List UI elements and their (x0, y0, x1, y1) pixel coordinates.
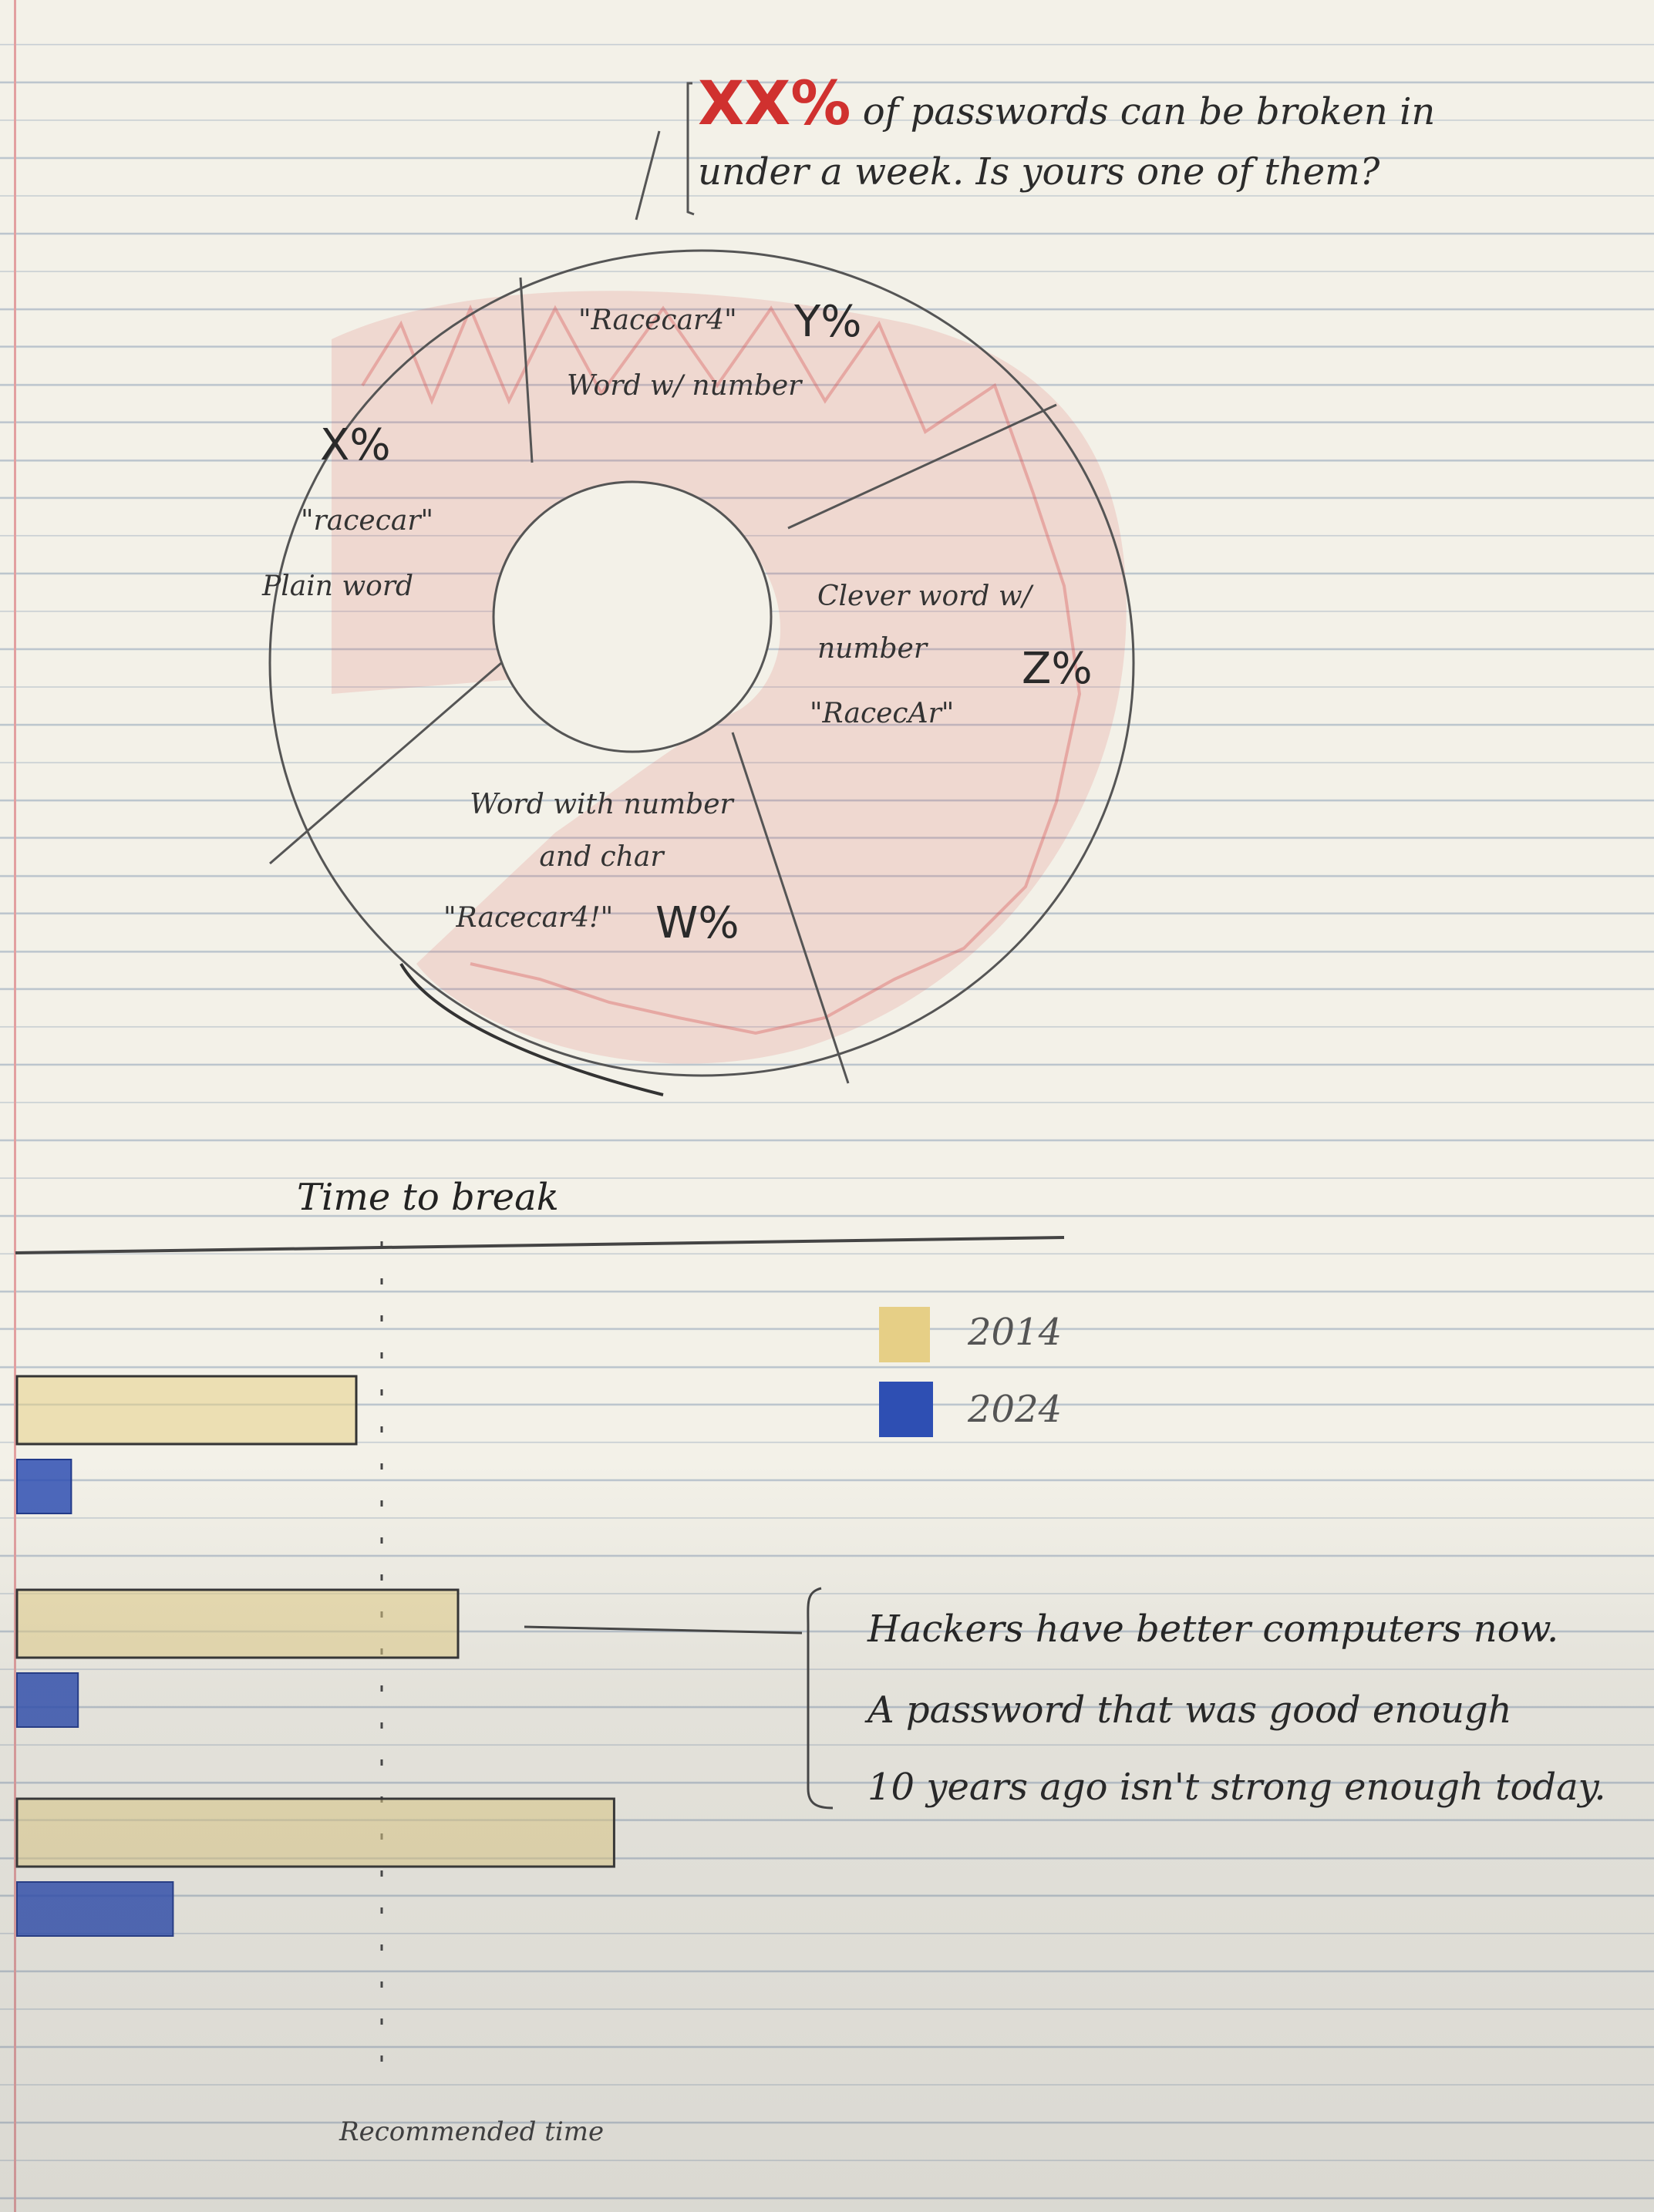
legend-label-2024: 2024 (968, 1388, 1063, 1431)
segment-symbol-label: Word with number and char (470, 789, 733, 873)
bar-2024-row-3 (16, 1881, 174, 1937)
donut-outer-arc-extra (399, 963, 664, 1096)
annotation-line1: Hackers have better computers now. (867, 1608, 1559, 1651)
bar-2024-row-1 (16, 1459, 72, 1514)
segment-clever-example: "RacecAr" (810, 698, 955, 729)
headline-text-1: of passwords can be broken in (862, 90, 1436, 133)
segment-plain-pct: X% (320, 420, 391, 470)
annotation-line2: A password that was good enough (867, 1688, 1512, 1732)
headline-highlight: XX% (698, 69, 851, 139)
legend-swatch-2024 (879, 1382, 933, 1437)
segment-clever-label: Clever word w/ number (817, 581, 1032, 665)
headline-bracket (635, 82, 695, 221)
donut-inner-hole (492, 480, 773, 753)
annotation-bracket (807, 1587, 834, 1810)
segment-symbol-pct: W% (655, 898, 739, 948)
bar-2024-row-2 (16, 1672, 79, 1728)
recommended-time-label: Recommended time (339, 2116, 605, 2147)
bar-chart (15, 1375, 615, 1937)
bar-2014-row-2 (15, 1588, 460, 1659)
segment-number-label: Word w/ number (567, 370, 802, 402)
segment-symbol-example: "Racecar4!" (443, 902, 614, 934)
bar-chart-frame (15, 1236, 1065, 2082)
annotation-connector (524, 1625, 803, 1635)
legend-swatch-2014 (879, 1307, 930, 1362)
red-margin-line (14, 0, 16, 2212)
donut-outer-ring (268, 249, 1135, 1077)
headline-line1: XX% of passwords can be broken in (698, 69, 1435, 139)
segment-plain-label: Plain word (262, 571, 414, 602)
legend-label-2014: 2014 (968, 1311, 1063, 1354)
legend (879, 1307, 933, 1437)
headline-line2: under a week. Is yours one of them? (698, 150, 1380, 194)
donut-red-shading (332, 291, 1127, 1064)
donut-dividers (269, 277, 1057, 1084)
segment-clever-pct: Z% (1022, 644, 1093, 694)
segment-plain-example: "racecar" (301, 505, 434, 537)
bar-chart-title: Time to break (297, 1176, 559, 1219)
annotation-line3: 10 years ago isn't strong enough today. (867, 1766, 1606, 1809)
bar-2014-row-1 (15, 1375, 358, 1446)
bar-2014-row-3 (15, 1797, 615, 1868)
segment-number-example: "Racecar4" (578, 305, 737, 336)
donut-chart (268, 249, 1135, 1096)
segment-number-pct: Y% (794, 297, 862, 347)
donut-red-scribble (361, 304, 1082, 1035)
